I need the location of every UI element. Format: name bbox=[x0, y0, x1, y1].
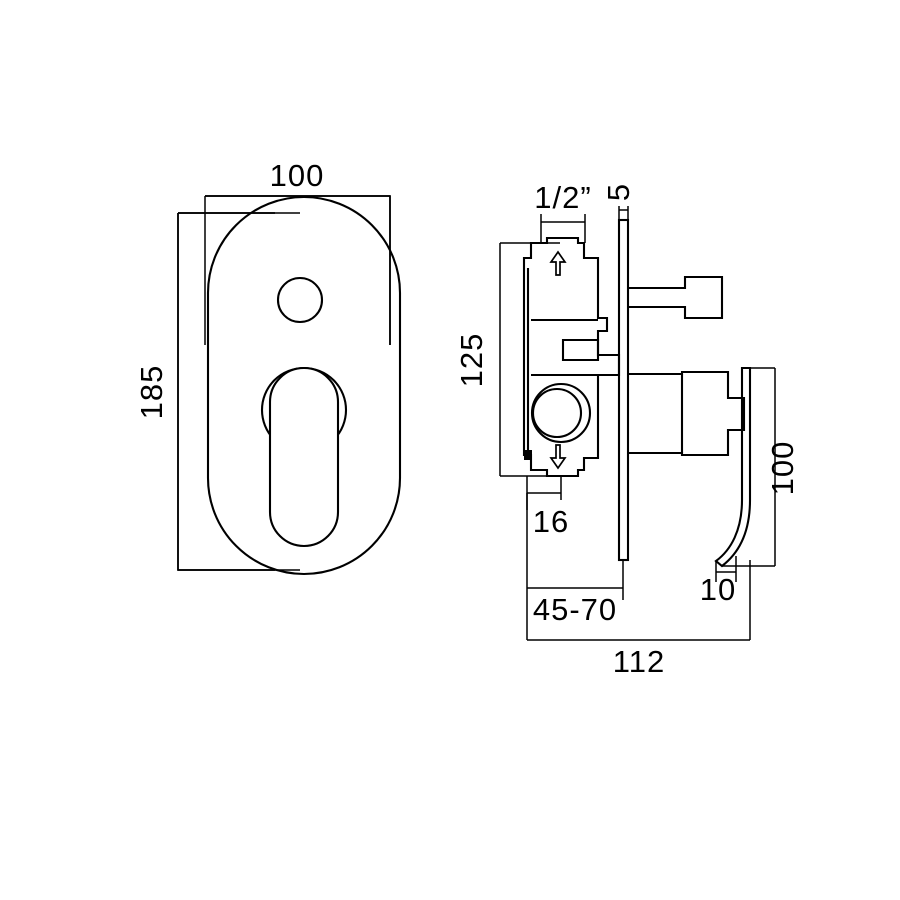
lever-handle-shape bbox=[268, 366, 340, 548]
dim-10-handle-tail: 10 bbox=[700, 556, 737, 607]
dim-5-label: 5 bbox=[601, 183, 636, 201]
front-elevation-view: 100 185 bbox=[134, 158, 402, 575]
backplate-rect bbox=[177, 212, 275, 571]
outlet-arrow-down-icon bbox=[549, 444, 567, 470]
dim-185-left: 185 bbox=[134, 212, 300, 571]
faceplate-outline bbox=[206, 196, 402, 575]
side-section-view: 1/2” 5 125 16 bbox=[454, 180, 800, 679]
dim-16-label: 16 bbox=[533, 504, 569, 539]
dim-half-inch: 1/2” bbox=[534, 180, 591, 243]
dim-125-body-height: 125 bbox=[454, 242, 560, 477]
valve-rail-foot bbox=[524, 450, 532, 460]
dim-100-top: 100 bbox=[204, 158, 391, 345]
dim-112-total-depth: 112 bbox=[526, 560, 751, 679]
dim-112-label: 112 bbox=[613, 644, 665, 679]
dim-16-front-depth: 16 bbox=[526, 476, 569, 539]
dim-100-right-label: 100 bbox=[765, 441, 800, 496]
valve-inner-notch bbox=[561, 338, 600, 362]
control-spindle-assembly bbox=[628, 370, 746, 457]
dim-185-left-label: 185 bbox=[134, 365, 169, 420]
dim-half-inch-label: 1/2” bbox=[534, 180, 591, 215]
valve-body-profile bbox=[522, 236, 621, 478]
dim-45-70-label: 45-70 bbox=[533, 592, 617, 627]
diverter-spindle-assembly bbox=[628, 275, 724, 320]
dim-45-70-recess: 45-70 bbox=[526, 493, 624, 627]
diverter-button-circle bbox=[276, 276, 324, 324]
dim-100-handle-height: 100 bbox=[722, 367, 800, 567]
inlet-arrow-up-icon bbox=[549, 250, 567, 276]
dim-100-top-label: 100 bbox=[270, 158, 325, 193]
dim-10-label: 10 bbox=[700, 572, 736, 607]
diverter-port-inner bbox=[531, 387, 583, 439]
dim-5-plate-thickness: 5 bbox=[601, 183, 636, 222]
dim-125-label: 125 bbox=[454, 333, 489, 388]
wall-plate-5mm bbox=[617, 218, 630, 562]
